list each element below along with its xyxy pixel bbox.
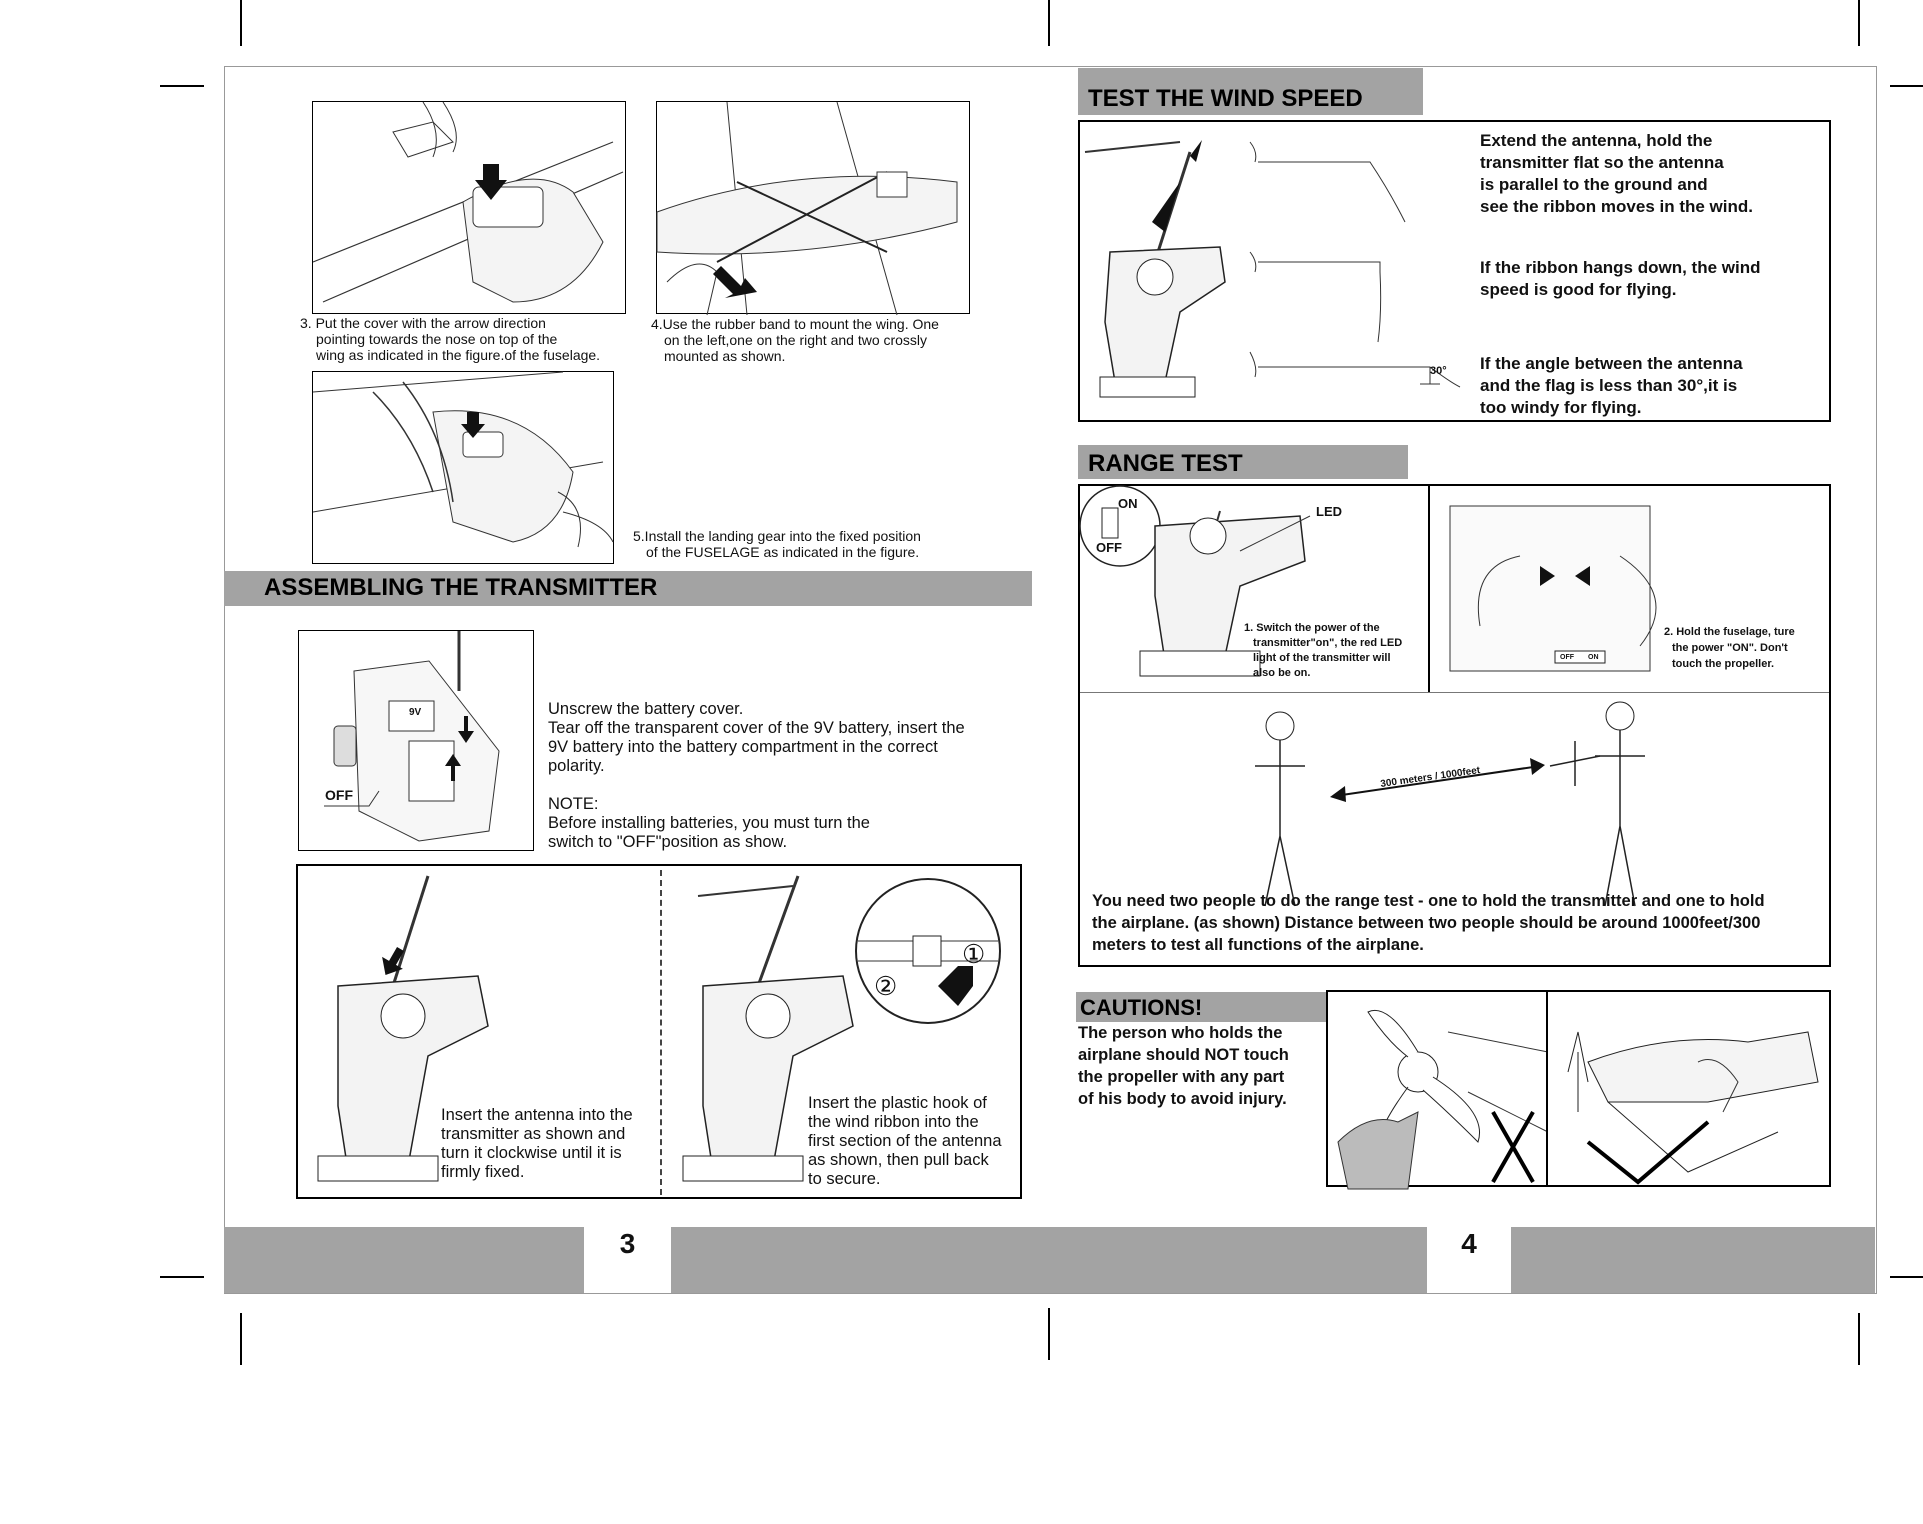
text-line: speed is good for flying. <box>1480 279 1760 301</box>
wind-text-3: If the angle between the antenna and the… <box>1480 353 1743 419</box>
text-line: the airplane. (as shown) Distance betwee… <box>1092 912 1765 934</box>
caption-line: mounted as shown. <box>651 348 939 364</box>
crop-mark <box>160 1276 204 1278</box>
battery-instructions: Unscrew the battery cover. Tear off the … <box>548 700 965 776</box>
crop-mark <box>240 1313 242 1365</box>
text-line: to secure. <box>808 1170 1002 1189</box>
hook-instructions: Insert the plastic hook of the wind ribb… <box>808 1094 1002 1189</box>
text-line: the wind ribbon into the <box>808 1113 1002 1132</box>
caption-line: 4.Use the rubber band to mount the wing.… <box>651 316 939 332</box>
text-line: Insert the plastic hook of <box>808 1094 1002 1113</box>
cautions-text: The person who holds the airplane should… <box>1078 1022 1289 1110</box>
crop-mark <box>1048 0 1050 46</box>
text-line: airplane should NOT touch <box>1078 1044 1289 1066</box>
text-line: the propeller with any part <box>1078 1066 1289 1088</box>
text-line: polarity. <box>548 757 965 776</box>
battery-9v-label: 9V <box>409 705 421 720</box>
text-line: If the ribbon hangs down, the wind <box>1480 257 1760 279</box>
text-line: touch the propeller. <box>1664 656 1795 672</box>
step-marker-1: ① <box>962 939 985 970</box>
crop-mark <box>1858 0 1860 46</box>
wind-speed-box: 30° Extend the antenna, hold the transmi… <box>1078 120 1831 422</box>
led-label: LED <box>1316 504 1342 519</box>
text-line: switch to "OFF"position as show. <box>548 833 870 852</box>
text-line: and the flag is less than 30°,it is <box>1480 375 1743 397</box>
step5-caption: 5.Install the landing gear into the fixe… <box>633 528 921 560</box>
page-number-left: 3 <box>584 1226 671 1262</box>
crop-mark <box>1048 1308 1050 1360</box>
caption-line: pointing towards the nose on top of the <box>300 331 600 347</box>
battery-figure: 9V OFF <box>298 630 534 851</box>
text-line: also be on. <box>1244 666 1402 681</box>
text-line: Insert the antenna into the <box>441 1106 633 1125</box>
caption-line: 5.Install the landing gear into the fixe… <box>633 528 921 544</box>
text-line: If the angle between the antenna <box>1480 353 1743 375</box>
step4-caption: 4.Use the rubber band to mount the wing.… <box>651 316 939 364</box>
step3-caption: 3. Put the cover with the arrow directio… <box>300 315 600 363</box>
text-line: too windy for flying. <box>1480 397 1743 419</box>
section-header-cautions: CAUTIONS! <box>1076 992 1326 1022</box>
note-label: NOTE: <box>548 795 870 814</box>
caption-line: 3. Put the cover with the arrow directio… <box>300 315 600 331</box>
text-line: 9V battery into the battery compartment … <box>548 738 965 757</box>
antenna-instructions: Insert the antenna into the transmitter … <box>441 1106 633 1182</box>
switch-on-label: ON <box>1588 654 1599 661</box>
footer-bar <box>1511 1227 1875 1293</box>
crop-mark <box>1890 1276 1923 1278</box>
caption-line: wing as indicated in the figure.of the f… <box>300 347 600 363</box>
text-line: 1. Switch the power of the <box>1244 621 1402 636</box>
wind-text-1: Extend the antenna, hold the transmitter… <box>1480 130 1753 218</box>
caption-line: of the FUSELAGE as indicated in the figu… <box>633 544 921 560</box>
range-step2-text: 2. Hold the fuselage, ture the power "ON… <box>1664 624 1795 672</box>
footer-bar <box>671 1227 1427 1293</box>
page-number-right: 4 <box>1427 1226 1511 1262</box>
step3-figure <box>312 101 626 314</box>
text-line: transmitter as shown and <box>441 1125 633 1144</box>
text-line: The person who holds the <box>1078 1022 1289 1044</box>
angle-label: 30° <box>1430 365 1447 377</box>
crop-mark <box>1858 1313 1860 1365</box>
text-line: transmitter flat so the antenna <box>1480 152 1753 174</box>
text-line: of his body to avoid injury. <box>1078 1088 1289 1110</box>
text-line: is parallel to the ground and <box>1480 174 1753 196</box>
switch-off-label: OFF <box>1560 654 1574 661</box>
text-line: the power "ON". Don't <box>1664 640 1795 656</box>
range-off-label: OFF <box>1096 540 1122 555</box>
text-line: Unscrew the battery cover. <box>548 700 965 719</box>
text-line: Tear off the transparent cover of the 9V… <box>548 719 965 738</box>
text-line: see the ribbon moves in the wind. <box>1480 196 1753 218</box>
text-line: firmly fixed. <box>441 1163 633 1182</box>
step5-figure <box>312 371 614 564</box>
off-label: OFF <box>325 787 353 803</box>
crop-mark <box>240 0 242 46</box>
crop-mark <box>160 85 204 87</box>
section-header-range-test: RANGE TEST <box>1078 445 1408 479</box>
text-line: as shown, then pull back <box>808 1151 1002 1170</box>
footer-bar <box>224 1227 584 1293</box>
text-line: transmitter"on", the red LED <box>1244 636 1402 651</box>
step4-figure <box>656 101 970 314</box>
text-line: 2. Hold the fuselage, ture <box>1664 624 1795 640</box>
text-line: You need two people to do the range test… <box>1092 890 1765 912</box>
text-line: first section of the antenna <box>808 1132 1002 1151</box>
text-line: light of the transmitter will <box>1244 651 1402 666</box>
text-line: meters to test all functions of the airp… <box>1092 934 1765 956</box>
text-line: Before installing batteries, you must tu… <box>548 814 870 833</box>
step-marker-2: ② <box>874 971 897 1002</box>
text-line: Extend the antenna, hold the <box>1480 130 1753 152</box>
range-test-description: You need two people to do the range test… <box>1092 890 1765 956</box>
cautions-figure-correct <box>1546 990 1831 1187</box>
section-header-assembling-transmitter: ASSEMBLING THE TRANSMITTER <box>224 571 1032 606</box>
range-step1-text: 1. Switch the power of the transmitter"o… <box>1244 621 1402 681</box>
section-header-wind-speed: TEST THE WIND SPEED <box>1078 68 1423 115</box>
text-line: turn it clockwise until it is <box>441 1144 633 1163</box>
antenna-install-box: ① ② Insert the antenna into the transmit… <box>296 864 1022 1199</box>
battery-note: NOTE: Before installing batteries, you m… <box>548 795 870 852</box>
cautions-figure-wrong <box>1326 990 1548 1187</box>
range-test-box: ON OFF LED 300 meters / 1000feet OFF ON … <box>1078 484 1831 967</box>
crop-mark <box>1890 85 1923 87</box>
range-on-label: ON <box>1118 496 1138 511</box>
wind-text-2: If the ribbon hangs down, the wind speed… <box>1480 257 1760 301</box>
caption-line: on the left,one on the right and two cro… <box>651 332 939 348</box>
